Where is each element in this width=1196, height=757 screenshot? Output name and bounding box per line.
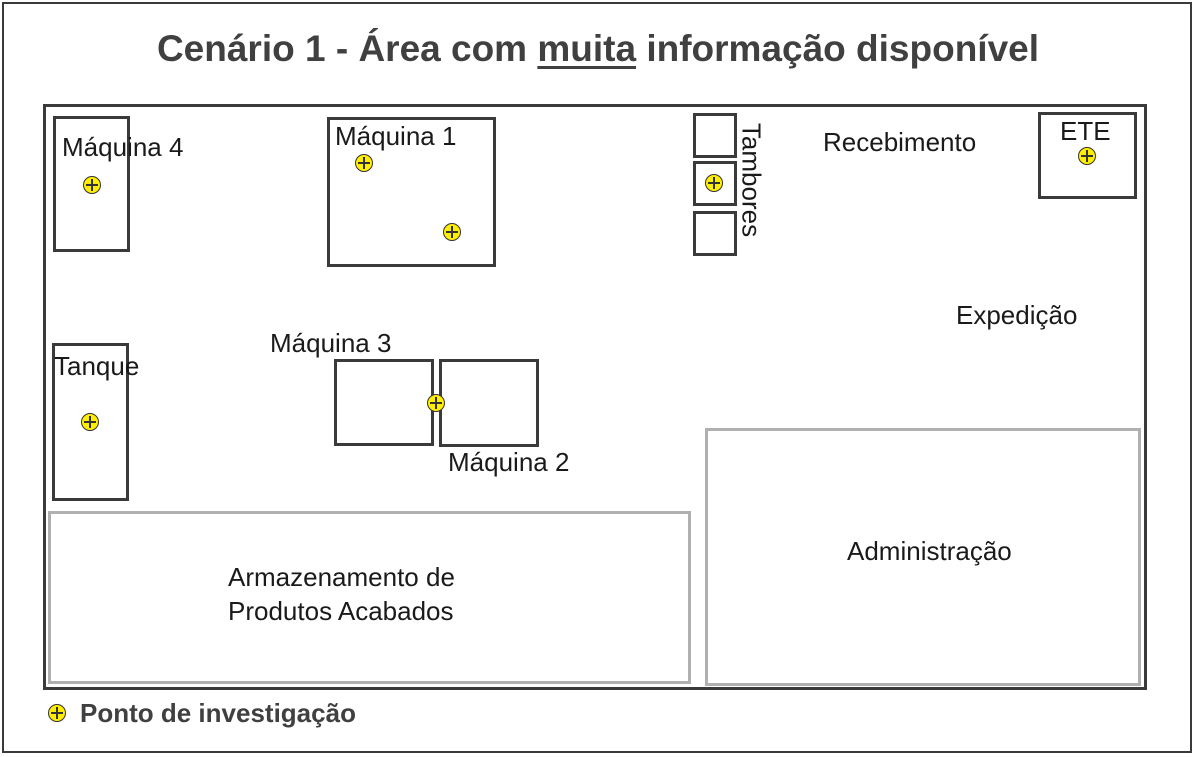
investigation-point-icon — [427, 394, 445, 412]
plant-boundary — [43, 104, 1147, 690]
investigation-point-icon — [705, 174, 723, 192]
drums-label: Tambores — [736, 122, 767, 238]
storage-label-line-1: Armazenamento de — [228, 562, 455, 592]
investigation-point-icon — [48, 704, 66, 722]
machine-4-box — [53, 116, 130, 252]
administration-label: Administração — [847, 536, 1012, 566]
storage-label-line-2: Produtos Acabados — [228, 596, 454, 626]
shipping-label: Expedição — [956, 300, 1078, 330]
title-emphasis: muita — [537, 28, 637, 69]
investigation-point-icon — [1078, 147, 1096, 165]
machine-2-box — [439, 359, 539, 447]
tank-box — [52, 343, 129, 501]
title-suffix: informação disponível — [636, 28, 1040, 69]
drum-box-1 — [693, 113, 737, 158]
tank-label: Tanque — [54, 351, 140, 381]
machine-3-box — [334, 359, 434, 446]
drum-box-2 — [693, 161, 737, 206]
receiving-label: Recebimento — [823, 127, 977, 157]
page-title: Cenário 1 - Área com muita informação di… — [0, 28, 1196, 70]
administration-area — [705, 428, 1141, 686]
legend-label: Ponto de investigação — [80, 697, 356, 728]
title-prefix: Cenário 1 - Área com — [156, 28, 538, 69]
machine-3-label: Máquina 3 — [270, 328, 392, 358]
machine-2-label: Máquina 2 — [448, 447, 570, 477]
investigation-point-icon — [81, 413, 99, 431]
investigation-point-icon — [83, 176, 101, 194]
ete-box — [1038, 112, 1137, 199]
ete-label: ETE — [1060, 116, 1111, 146]
machine-1-label: Máquina 1 — [335, 121, 457, 151]
machine-4-label: Máquina 4 — [62, 132, 184, 162]
investigation-point-icon — [443, 223, 461, 241]
legend: Ponto de investigação — [48, 698, 356, 728]
finished-goods-storage-area — [48, 511, 691, 684]
investigation-point-icon — [355, 154, 373, 172]
drum-box-3 — [693, 211, 737, 256]
machine-1-box — [327, 117, 496, 267]
